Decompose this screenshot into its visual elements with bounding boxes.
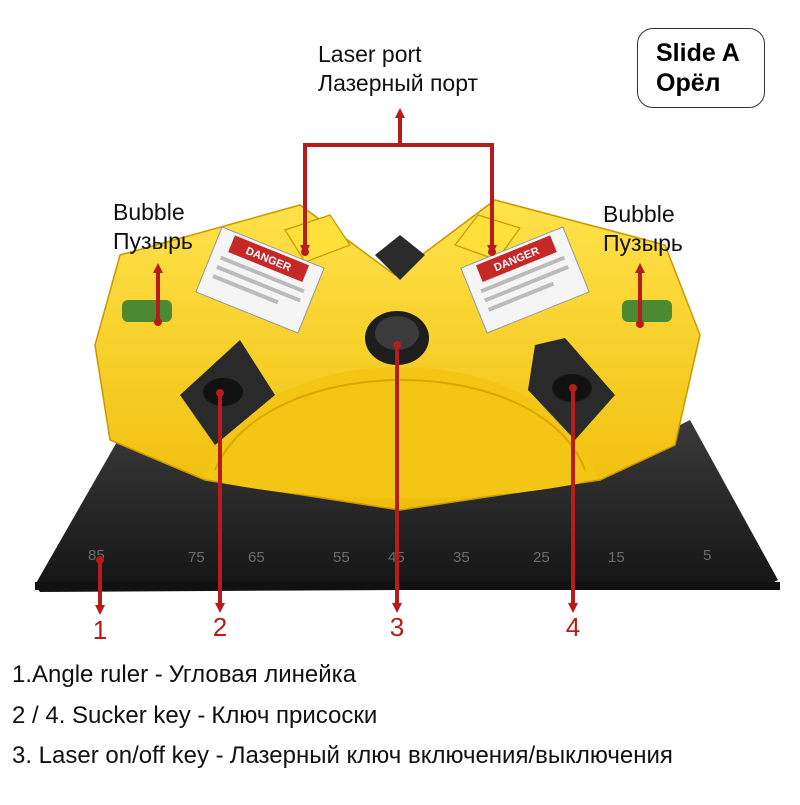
bubble-left-dot bbox=[154, 318, 162, 326]
laser-port-dot-right bbox=[488, 248, 496, 256]
ruler-scale: 85 75 65 55 45 35 25 15 5 bbox=[88, 547, 711, 566]
slide-badge-line2: Орёл bbox=[656, 69, 721, 97]
laser-port-label: Laser port Лазерный порт bbox=[318, 40, 478, 98]
ruler-mark: 5 bbox=[703, 547, 711, 564]
legend-item-3-en: 3. Laser on/off key - bbox=[12, 742, 224, 769]
laser-port-label-ru: Лазерный порт bbox=[318, 70, 479, 96]
warning-label-left: DANGER bbox=[195, 226, 325, 334]
bubble-vial-right bbox=[622, 300, 672, 322]
bubble-left-label-ru: Пузырь bbox=[113, 228, 193, 254]
ruler-mark: 35 bbox=[453, 549, 470, 566]
power-key-dot bbox=[393, 341, 401, 349]
ruler-mark: 55 bbox=[333, 549, 350, 566]
legend-item-3: 3. Laser on/off key -Лазерный ключ включ… bbox=[12, 742, 673, 770]
legend-item-1-en: 1.Angle ruler - bbox=[12, 661, 163, 688]
callout-number-2: 2 bbox=[212, 612, 228, 642]
slide-badge: Slide A Орёл bbox=[637, 28, 765, 108]
bubble-vial-left bbox=[122, 300, 172, 322]
slide-badge-line1: Slide A bbox=[656, 39, 740, 67]
bubble-right-label: Bubble Пузырь bbox=[603, 200, 683, 258]
callout-number-3: 3 bbox=[389, 612, 405, 642]
warning-label-right: DANGER bbox=[460, 226, 590, 334]
bubble-left-label: Bubble Пузырь bbox=[113, 198, 193, 256]
ruler-dot bbox=[96, 556, 104, 564]
legend-item-1: 1.Angle ruler -Угловая линейка bbox=[12, 661, 356, 689]
bubble-left-label-en: Bubble bbox=[113, 199, 185, 225]
laser-port-label-en: Laser port bbox=[318, 41, 422, 67]
ruler-mark: 65 bbox=[248, 549, 265, 566]
callout-arrows bbox=[95, 108, 645, 615]
bubble-right-label-en: Bubble bbox=[603, 201, 675, 227]
sucker-right-dot bbox=[569, 384, 577, 392]
ruler-mark: 15 bbox=[608, 549, 625, 566]
sucker-left-dot bbox=[216, 389, 224, 397]
ruler-mark: 25 bbox=[533, 549, 550, 566]
laser-port-dot-left bbox=[301, 248, 309, 256]
callout-number-1: 1 bbox=[92, 615, 108, 645]
ruler-mark: 75 bbox=[188, 549, 205, 566]
laser-power-key bbox=[365, 311, 429, 365]
bubble-right-label-ru: Пузырь bbox=[603, 230, 683, 256]
legend-item-1-ru: Угловая линейка bbox=[168, 661, 357, 688]
bubble-right-dot bbox=[636, 320, 644, 328]
legend-item-3-ru: Лазерный ключ включения/выключения bbox=[229, 742, 673, 769]
legend-item-2-en: 2 / 4. Sucker key - bbox=[12, 702, 206, 729]
callout-number-4: 4 bbox=[565, 612, 581, 642]
legend-item-2-ru: Ключ присоски bbox=[211, 702, 378, 729]
legend-item-2: 2 / 4. Sucker key -Ключ присоски bbox=[12, 702, 377, 730]
